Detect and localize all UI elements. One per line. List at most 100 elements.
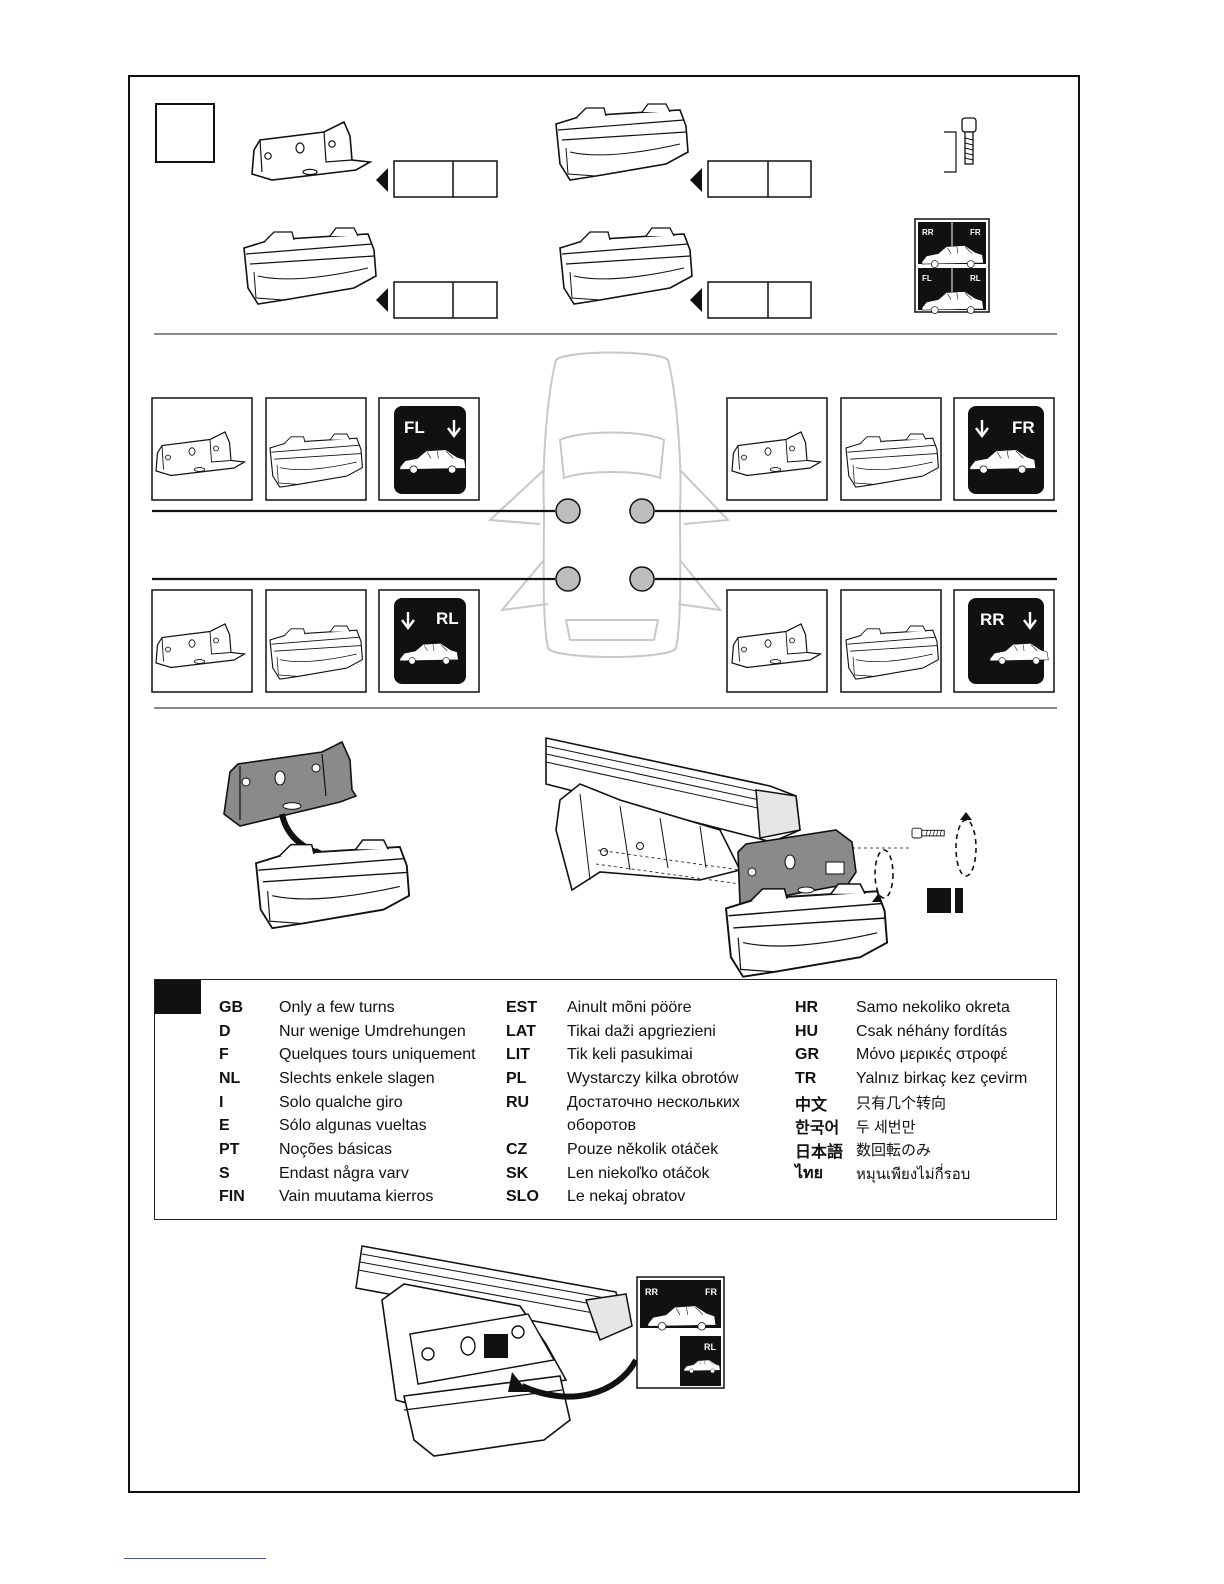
- lang-code: LAT: [506, 1022, 536, 1040]
- legend-column-2: EST Ainult mõni pööre LAT Tikai daži apgri…: [506, 996, 740, 1209]
- sticker-rl: RL: [970, 274, 981, 283]
- bracket-part: [251, 121, 371, 181]
- foot-pad-part-c: [559, 227, 693, 305]
- qty-label-4: [690, 281, 812, 319]
- lang-code: S: [219, 1164, 230, 1182]
- sticker-fr: FR: [970, 228, 981, 237]
- lang-code: PL: [506, 1069, 527, 1087]
- roof-bar-assembly: [545, 737, 977, 978]
- qty-label-1: [376, 160, 498, 198]
- lang-text: Sólo algunas vueltas: [279, 1117, 427, 1135]
- lang-text: Noções básicas: [279, 1140, 392, 1158]
- lang-text: Csak néhány fordítás: [856, 1022, 1008, 1040]
- sticker-application: RR FR RL: [355, 1245, 725, 1457]
- bolt-part: [944, 117, 977, 173]
- lang-code: TR: [795, 1069, 817, 1087]
- rr-sticker-label: RR: [980, 610, 1005, 629]
- fr-point: [629, 498, 655, 524]
- lang-code: 한국어: [795, 1120, 840, 1138]
- lang-text: 두 세번만: [856, 1118, 916, 1136]
- lang-text: оборотов: [567, 1117, 636, 1135]
- fr-sticker-label: FR: [1012, 418, 1035, 437]
- legend-row: PL Wystarczy kilka obrotów: [506, 1067, 740, 1091]
- foot-pad-part-a: [555, 103, 689, 181]
- lang-text: Le nekaj obratov: [567, 1188, 686, 1206]
- legend-row: TR Yalnız birkaç kez çevirm: [795, 1067, 1027, 1091]
- lang-code: RU: [506, 1093, 530, 1111]
- legend-row: CZ Pouze několik otáček: [506, 1138, 740, 1162]
- lang-code: 中文: [795, 1096, 828, 1114]
- lang-code: E: [219, 1117, 230, 1135]
- fl-sticker-label: FL: [404, 418, 425, 437]
- sticker-rr: RR: [922, 228, 934, 237]
- lang-code: GR: [795, 1046, 819, 1064]
- lang-text: 只有几个转向: [856, 1095, 947, 1113]
- lang-text: Endast några varv: [279, 1164, 409, 1182]
- lang-text: หมุนเพียงไม่กี่รอบ: [856, 1165, 971, 1183]
- legend-row: ไทย หมุนเพียงไม่กี่รอบ: [795, 1162, 1027, 1186]
- legend-row: LIT Tik keli pasukimai: [506, 1043, 740, 1067]
- bolt-insert: [911, 827, 945, 839]
- lang-text: Yalnız birkaç kez çevirm: [856, 1069, 1028, 1087]
- lang-code: CZ: [506, 1140, 528, 1158]
- rl-sticker-label: RL: [436, 609, 459, 628]
- lang-text: Ainult mõni pööre: [567, 998, 692, 1016]
- step-box: [155, 103, 215, 163]
- lang-text: Vain muutama kierros: [279, 1188, 434, 1206]
- legend-row: D Nur wenige Umdrehungen: [219, 1020, 476, 1044]
- rear-left-boxes: RL: [151, 589, 480, 693]
- lang-text: Nur wenige Umdrehungen: [279, 1022, 466, 1040]
- lang-text: Len niekoľko otáčok: [567, 1164, 710, 1182]
- lang-code: 日本語: [795, 1143, 844, 1161]
- front-left-boxes: FL: [151, 397, 480, 501]
- legend-row: 中文 只有几个转向: [795, 1091, 1027, 1115]
- legend-row: GR Μόνο μερικές στροφέ: [795, 1043, 1027, 1067]
- lang-code: FIN: [219, 1188, 245, 1206]
- legend-row: S Endast några varv: [219, 1162, 476, 1186]
- rl-point: [555, 566, 581, 592]
- page-frame: [128, 75, 1080, 1493]
- legend-row: 한국어 두 세번만: [795, 1114, 1027, 1138]
- car-top-view: [487, 351, 731, 658]
- lang-code: ไทย: [795, 1165, 823, 1183]
- sheet-fr: FR: [705, 1287, 717, 1297]
- lang-text: 数回転のみ: [856, 1142, 932, 1160]
- lang-text: Достаточно нескольких: [567, 1093, 740, 1111]
- lang-code: LIT: [506, 1046, 530, 1064]
- lang-text: Pouze několik otáček: [567, 1140, 719, 1158]
- lang-code: SLO: [506, 1188, 539, 1206]
- lang-text: Tikai daži apgriezieni: [567, 1022, 716, 1040]
- footer-link-underline: [124, 1558, 266, 1559]
- lang-code: EST: [506, 998, 538, 1016]
- foot-pad-part-b: [243, 227, 377, 305]
- sheet-rr: RR: [645, 1287, 658, 1297]
- info-icon: [927, 888, 963, 913]
- lang-text: Slechts enkele slagen: [279, 1069, 435, 1087]
- lang-code: I: [219, 1093, 224, 1111]
- lang-code: HR: [795, 998, 819, 1016]
- qty-label-3: [376, 281, 498, 319]
- legend-row: E Sólo algunas vueltas: [219, 1114, 476, 1138]
- front-right-boxes: FR: [726, 397, 1055, 501]
- lang-code: D: [219, 1022, 231, 1040]
- legend-row: LAT Tikai daži apgriezieni: [506, 1020, 740, 1044]
- lang-text: Μόνο μερικές στροφέ: [856, 1046, 1008, 1064]
- lang-code: GB: [219, 998, 243, 1016]
- lang-text: Wystarczy kilka obrotów: [567, 1069, 739, 1087]
- lang-text: Tik keli pasukimai: [567, 1046, 693, 1064]
- legend-row: 日本語数回転のみ: [795, 1138, 1027, 1162]
- rr-point: [629, 566, 655, 592]
- fl-point: [555, 498, 581, 524]
- legend-row: SLO Le nekaj obratov: [506, 1186, 740, 1210]
- legend-row: RU Достаточно нескольких: [506, 1091, 740, 1115]
